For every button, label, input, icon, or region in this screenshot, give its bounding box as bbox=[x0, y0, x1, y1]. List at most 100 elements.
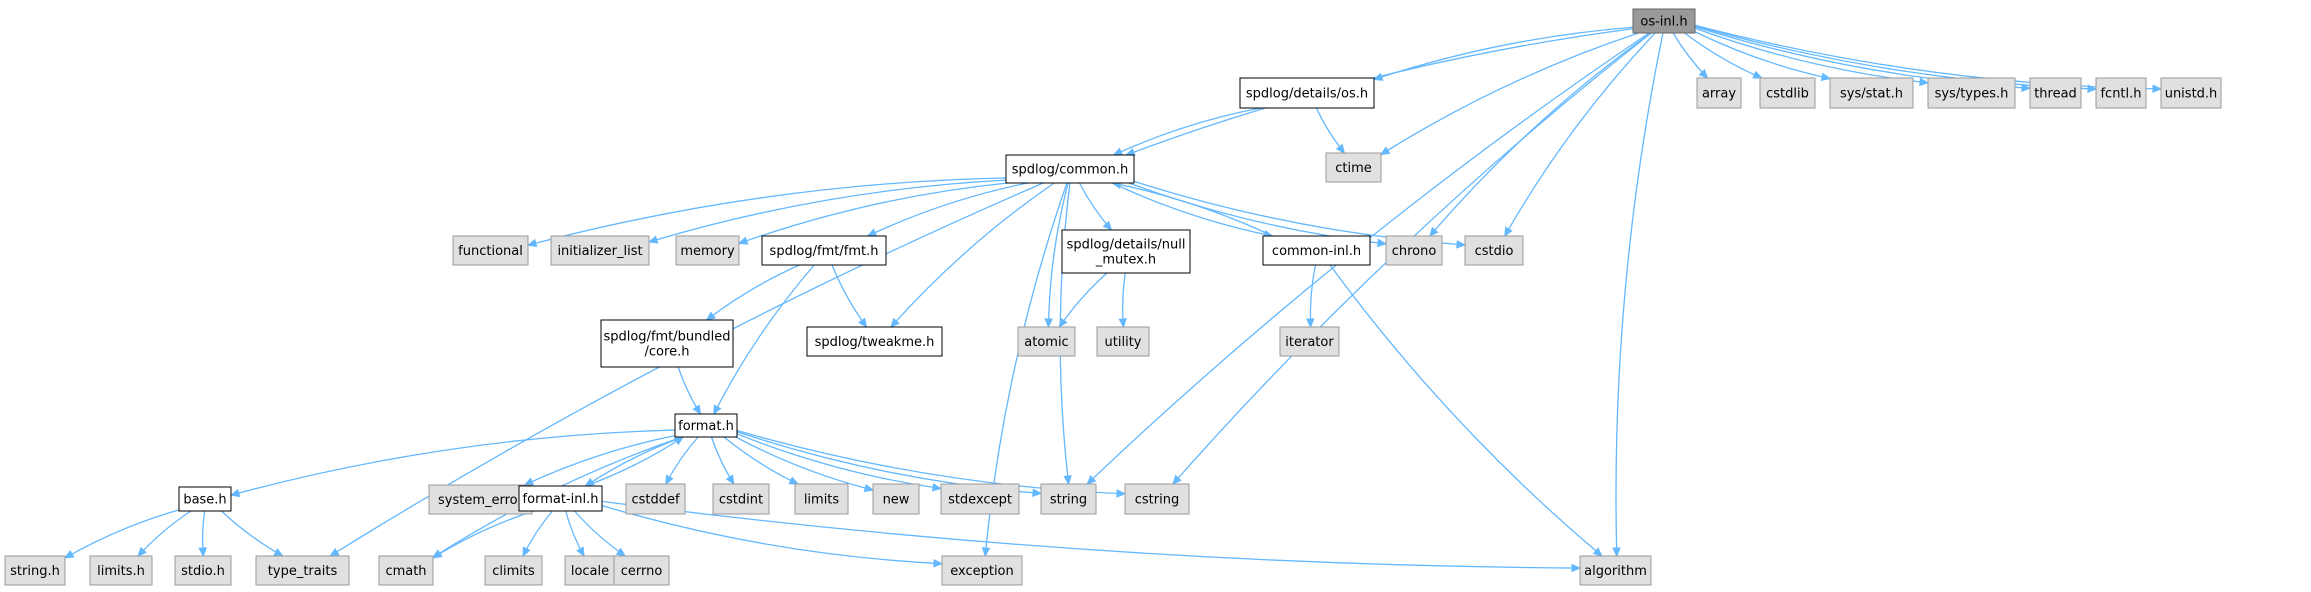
node-label-locale: locale bbox=[571, 564, 609, 579]
edge-format-to-new bbox=[735, 436, 874, 491]
node-fmt_fmt[interactable]: spdlog/fmt/fmt.h bbox=[761, 235, 887, 266]
edge-os_inl-to-algorithm bbox=[1615, 32, 1664, 557]
edge-fmt_fmt-to-bundled_core bbox=[706, 264, 800, 321]
node-format_inl[interactable]: format-inl.h bbox=[518, 485, 603, 512]
node-label-cerrno: cerrno bbox=[621, 564, 663, 579]
node-label-null_mutex: _mutex.h bbox=[1095, 253, 1156, 268]
node-iterator: iterator bbox=[1279, 326, 1340, 357]
node-label-utility: utility bbox=[1105, 335, 1142, 350]
node-box-algorithm bbox=[1579, 555, 1652, 586]
edge-format-to-limits bbox=[723, 436, 799, 485]
node-common_inl[interactable]: common-inl.h bbox=[1262, 235, 1371, 266]
node-label-common: spdlog/common.h bbox=[1012, 163, 1128, 178]
node-label-exception: exception bbox=[950, 564, 1014, 579]
arrowhead-format-to-string bbox=[1032, 488, 1043, 497]
arrowhead-format-to-new bbox=[863, 483, 875, 493]
node-label-fmt_fmt: spdlog/fmt/fmt.h bbox=[770, 244, 879, 259]
node-functional: functional bbox=[452, 235, 529, 266]
node-label-os_inl: os-inl.h bbox=[1640, 15, 1687, 30]
node-label-common_inl: common-inl.h bbox=[1272, 244, 1361, 259]
node-label-thread: thread bbox=[2034, 87, 2077, 102]
arrowhead-os_inl-to-ctime bbox=[1379, 146, 1391, 156]
node-locale: locale bbox=[564, 555, 616, 586]
node-label-format: format.h bbox=[678, 419, 734, 434]
node-chrono: chrono bbox=[1385, 235, 1443, 266]
node-base[interactable]: base.h bbox=[178, 486, 232, 512]
arrowhead-os_inl-to-algorithm bbox=[1612, 547, 1621, 558]
node-stdexcept: stdexcept bbox=[940, 483, 1020, 515]
arrowhead-base-to-stdio_h bbox=[198, 547, 207, 558]
arrowhead-format-to-stdexcept bbox=[931, 483, 943, 492]
arrowhead-base-to-string_h bbox=[63, 549, 75, 559]
arrowhead-os_inl-to-string bbox=[1086, 475, 1097, 485]
arrowhead-null_mutex-to-atomic bbox=[1058, 317, 1068, 329]
node-label-bundled_core: /core.h bbox=[645, 345, 690, 360]
edge-common-to-common_inl bbox=[1112, 182, 1273, 237]
node-box-fmt_fmt bbox=[761, 235, 887, 266]
node-box-string_h bbox=[4, 555, 66, 586]
node-box-limits bbox=[794, 483, 849, 515]
edge-os_inl-to-cstdlib bbox=[1684, 32, 1763, 79]
arrowhead-common-to-tweakme bbox=[890, 317, 900, 328]
node-label-system_error: system_error bbox=[438, 493, 524, 508]
arrowhead-fmt_fmt-to-tweakme bbox=[858, 317, 868, 329]
node-os_inl[interactable]: os-inl.h bbox=[1632, 8, 1696, 34]
arrowhead-format-to-cstdint bbox=[725, 474, 735, 486]
node-thread: thread bbox=[2029, 77, 2082, 109]
arrowhead-format_inl-to-exception bbox=[933, 558, 944, 568]
arrowhead-common-to-chrono bbox=[1377, 238, 1388, 248]
node-box-string bbox=[1040, 483, 1097, 515]
arrowhead-common_inl-to-iterator bbox=[1305, 318, 1315, 329]
edge-base-to-limits_h bbox=[137, 510, 192, 557]
node-box-memory bbox=[675, 235, 740, 266]
arrowhead-os_inl-to-sys_types bbox=[1919, 77, 1930, 87]
node-details_os[interactable]: spdlog/details/os.h bbox=[1239, 77, 1375, 109]
arrowhead-fmt_fmt-to-bundled_core bbox=[705, 311, 717, 321]
node-label-sys_stat: sys/stat.h bbox=[1840, 87, 1903, 102]
edge-os_inl-to-cstdio bbox=[1504, 32, 1656, 237]
node-box-initializer_list bbox=[550, 235, 650, 266]
node-box-array bbox=[1696, 77, 1742, 109]
node-box-thread bbox=[2029, 77, 2082, 109]
edge-common_inl-to-iterator bbox=[1309, 264, 1317, 328]
node-common[interactable]: spdlog/common.h bbox=[1005, 154, 1135, 184]
arrowhead-format_inl-to-cerrno bbox=[615, 547, 627, 557]
node-algorithm: algorithm bbox=[1579, 555, 1652, 586]
node-label-type_traits: type_traits bbox=[268, 564, 338, 579]
edge-format_inl-to-cmath bbox=[432, 510, 534, 559]
edge-fmt_fmt-to-tweakme bbox=[831, 264, 867, 328]
node-box-cstdio bbox=[1464, 235, 1524, 266]
arrowhead-common-to-atomic bbox=[1044, 318, 1053, 329]
node-null_mutex[interactable]: spdlog/details/null_mutex.h bbox=[1061, 229, 1191, 274]
node-cstddef: cstddef bbox=[625, 483, 686, 515]
arrowhead-common-to-null_mutex bbox=[1102, 220, 1113, 231]
node-memory: memory bbox=[675, 235, 740, 266]
node-label-ctime: ctime bbox=[1335, 161, 1372, 176]
node-tweakme[interactable]: spdlog/tweakme.h bbox=[806, 326, 943, 357]
node-box-system_error bbox=[428, 484, 533, 515]
node-cstdint: cstdint bbox=[712, 483, 770, 515]
node-bundled_core[interactable]: spdlog/fmt/bundled/core.h bbox=[600, 319, 734, 368]
arrowhead-base-to-type_traits bbox=[273, 548, 284, 557]
node-label-array: array bbox=[1702, 87, 1736, 102]
edge-format_inl-to-exception bbox=[601, 504, 943, 565]
arrowhead-os_inl-to-sys_stat bbox=[1820, 72, 1832, 81]
node-label-atomic: atomic bbox=[1024, 335, 1068, 350]
node-label-format_inl: format-inl.h bbox=[523, 492, 599, 507]
arrowhead-null_mutex-to-utility bbox=[1118, 318, 1128, 329]
node-box-cstdlib bbox=[1759, 77, 1816, 109]
edge-common-to-atomic bbox=[1047, 182, 1069, 328]
node-box-common_inl bbox=[1262, 235, 1371, 266]
node-string_h: string.h bbox=[4, 555, 66, 586]
node-type_traits: type_traits bbox=[255, 555, 350, 586]
node-box-atomic bbox=[1017, 326, 1076, 357]
node-format[interactable]: format.h bbox=[674, 413, 738, 438]
edge-common-to-tweakme bbox=[890, 182, 1055, 328]
node-label-cstddef: cstddef bbox=[631, 493, 680, 508]
node-label-new: new bbox=[883, 493, 910, 508]
node-box-cstddef bbox=[625, 483, 686, 515]
node-ctime: ctime bbox=[1325, 152, 1382, 183]
node-label-climits: climits bbox=[492, 564, 535, 579]
